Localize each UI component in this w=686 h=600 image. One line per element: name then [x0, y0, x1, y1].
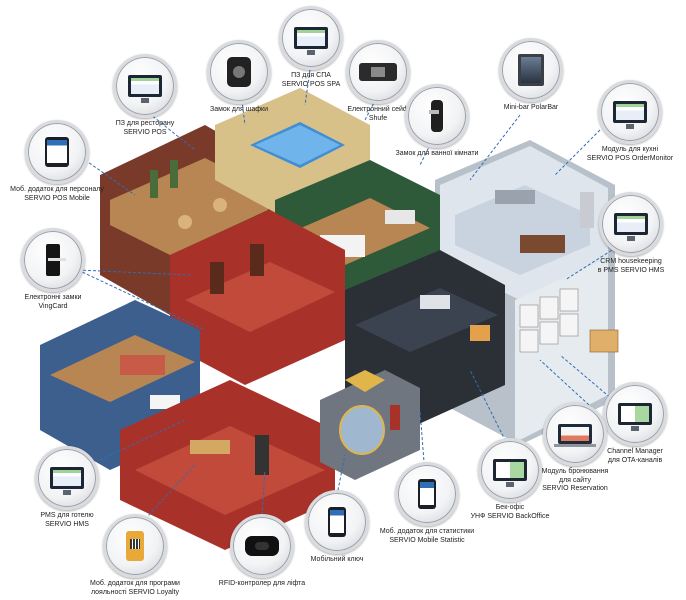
phone-icon: [328, 507, 346, 537]
rfid-reader-icon: [245, 536, 279, 556]
callout-restaurant: ПЗ для ресторану SERVIO POS: [90, 54, 200, 137]
callout-label: Електронні замки VingCard: [24, 294, 82, 310]
monitor-icon: [50, 467, 84, 495]
monitor-icon: [613, 101, 647, 129]
callout-label: Модуль бронювання для сайту SERVIO Reser…: [541, 468, 609, 492]
callout-crm: CRM housekeeping в PMS SERVIO HMS: [576, 192, 686, 275]
callout-label: Моб. додаток для персоналу SERVIO POS Mo…: [10, 186, 104, 202]
tablet-icon: [45, 137, 69, 167]
hotel-building: [40, 88, 619, 550]
callout-staff-app: Моб. додаток для персоналу SERVIO POS Mo…: [2, 120, 112, 203]
locker-lock-icon: [227, 57, 251, 87]
callout-mobile-statistic: Моб. додаток для статистики SERVIO Mobil…: [372, 462, 482, 545]
callout-backoffice: Бек-офіс УНФ SERVIO BackOffice: [455, 438, 565, 521]
callout-rfid: RFID-контролер для ліфта: [207, 514, 317, 589]
loyalty-phone-icon: [126, 531, 144, 561]
door-lock-icon: [429, 100, 443, 132]
callout-label: Mini-bar PolarBar: [503, 104, 559, 111]
callout-bathroom: Замок для ванної кімнати: [382, 84, 492, 159]
monitor-icon: [618, 403, 652, 431]
callout-safe: Електронний сейф Shufe: [323, 40, 433, 123]
callout-label: ПЗ для ресторану SERVIO POS: [115, 120, 175, 136]
monitor-icon: [128, 75, 162, 103]
callout-booking: Модуль бронювання для сайту SERVIO Reser…: [520, 402, 630, 494]
laptop-icon: [554, 424, 596, 447]
callout-label: Мобільний ключ: [310, 556, 364, 563]
callout-minibar: Mini-bar PolarBar: [476, 38, 586, 113]
monitor-icon: [614, 213, 648, 241]
minibar-icon: [518, 54, 544, 86]
callout-label: Бек-офіс УНФ SERVIO BackOffice: [470, 504, 550, 520]
callout-label: Замок для шафки: [210, 106, 268, 113]
callout-label: Модуль для кухні SERVIO POS OrderMonitor: [586, 146, 674, 162]
callout-mobile-key: Мобільний ключ: [282, 490, 392, 565]
monitor-icon: [493, 459, 527, 487]
callout-label: RFID-контролер для ліфта: [218, 580, 306, 587]
callout-pms: PMS для готелю SERVIO HMS: [12, 446, 122, 529]
callout-kitchen: Модуль для кухні SERVIO POS OrderMonitor: [575, 80, 685, 163]
callout-label: ПЗ для СПА SERVIO POS SPA: [281, 72, 341, 88]
callout-spa: ПЗ для СПА SERVIO POS SPA: [256, 6, 366, 89]
callout-label: Channel Manager для OTA-каналів: [607, 448, 663, 464]
monitor-icon: [294, 27, 328, 55]
callout-label: PMS для готелю SERVIO HMS: [40, 512, 94, 528]
callout-label: Електронний сейф Shufe: [347, 106, 409, 122]
safe-icon: [359, 63, 397, 81]
callout-channel-manager: Channel Manager для OTA-каналів: [580, 382, 686, 465]
card-lock-icon: [46, 244, 66, 276]
callout-label: CRM housekeeping в PMS SERVIO HMS: [597, 258, 665, 274]
callout-label: Моб. додаток для статистики SERVIO Mobil…: [379, 528, 475, 544]
callout-label: Моб. додаток для програми лояльності SER…: [90, 580, 180, 596]
callout-loyalty: Моб. додаток для програми лояльності SER…: [80, 514, 190, 597]
callout-vingcard: Електронні замки VingCard: [0, 228, 108, 311]
phone-icon: [418, 479, 436, 509]
callout-label: Замок для ванної кімнати: [395, 150, 479, 157]
callout-locker: Замок для шафки: [184, 40, 294, 115]
